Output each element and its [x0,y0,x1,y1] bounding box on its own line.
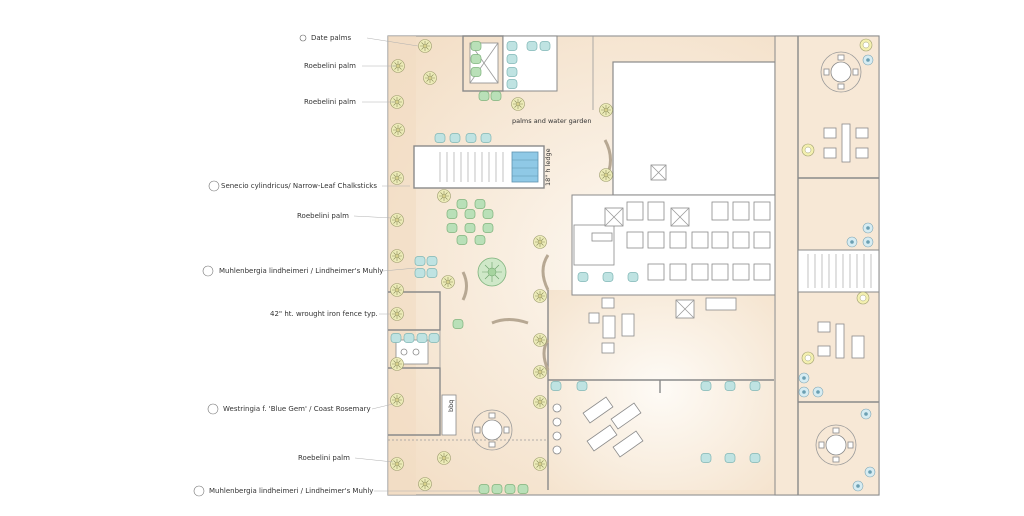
round-table-top-right [820,51,862,93]
label-roebelini-4: Roebelini palm [298,454,350,462]
label-fence: 42" ht. wrought iron fence typ. [270,310,378,318]
svg-text:Muhlenbergia lindheimeri / Lin: Muhlenbergia lindheimeri / Lindheimer's … [209,487,373,495]
label-senecio: Senecio cylindricus/ Narrow-Leaf Chalkst… [208,180,377,192]
label-roebelini-1: Roebelini palm [304,62,356,70]
svg-text:Muhlenbergia lindheimeri / Lin: Muhlenbergia lindheimeri / Lindheimer's … [219,267,383,275]
svg-text:Roebelini palm: Roebelini palm [304,98,356,106]
plant-labels: Date palms Roebelini palm Roebelini palm… [193,34,383,497]
lounge-seating-center [588,297,635,354]
label-roebelini-2: Roebelini palm [304,98,356,106]
interior-walls [388,36,774,490]
svg-text:Senecio cylindricus/ Narrow-Le: Senecio cylindricus/ Narrow-Leaf Chalkst… [221,182,377,190]
note-ledge: 18" h ledge [544,148,552,186]
stair-with-pool [413,145,545,189]
svg-text:Date palms: Date palms [311,34,351,42]
label-roebelini-3: Roebelini palm [297,212,349,220]
note-bbq: bbq [447,400,455,412]
round-table-bottom-right [815,424,857,466]
round-planter-fountain [477,257,507,287]
svg-text:Roebelini palm: Roebelini palm [298,454,350,462]
lounge-seating-right-upper [823,123,869,163]
label-westringia: Westringia f. 'Blue Gem' / Coast Rosemar… [207,403,371,415]
note-water-garden: palms and water garden [512,117,592,125]
label-date-palms: Date palms [299,34,351,42]
svg-text:Roebelini palm: Roebelini palm [297,212,349,220]
label-muhlenbergia-1: Muhlenbergia lindheimeri / Lindheimer's … [202,265,383,277]
label-muhlenbergia-2: Muhlenbergia lindheimeri / Lindheimer's … [193,485,373,497]
svg-text:Roebelini palm: Roebelini palm [304,62,356,70]
cabana-grid [571,164,776,319]
leader-lines [353,37,480,492]
svg-text:Westringia f. 'Blue Gem' / Coa: Westringia f. 'Blue Gem' / Coast Rosemar… [223,405,371,413]
svg-text:42" ht. wrought iron fence typ: 42" ht. wrought iron fence typ. [270,310,378,318]
lounge-seating-right-lower [817,321,865,359]
lounge-seating-lower [552,396,644,458]
right-stair [797,249,880,293]
floor-plan [387,35,880,496]
round-table-bbq [471,409,513,451]
